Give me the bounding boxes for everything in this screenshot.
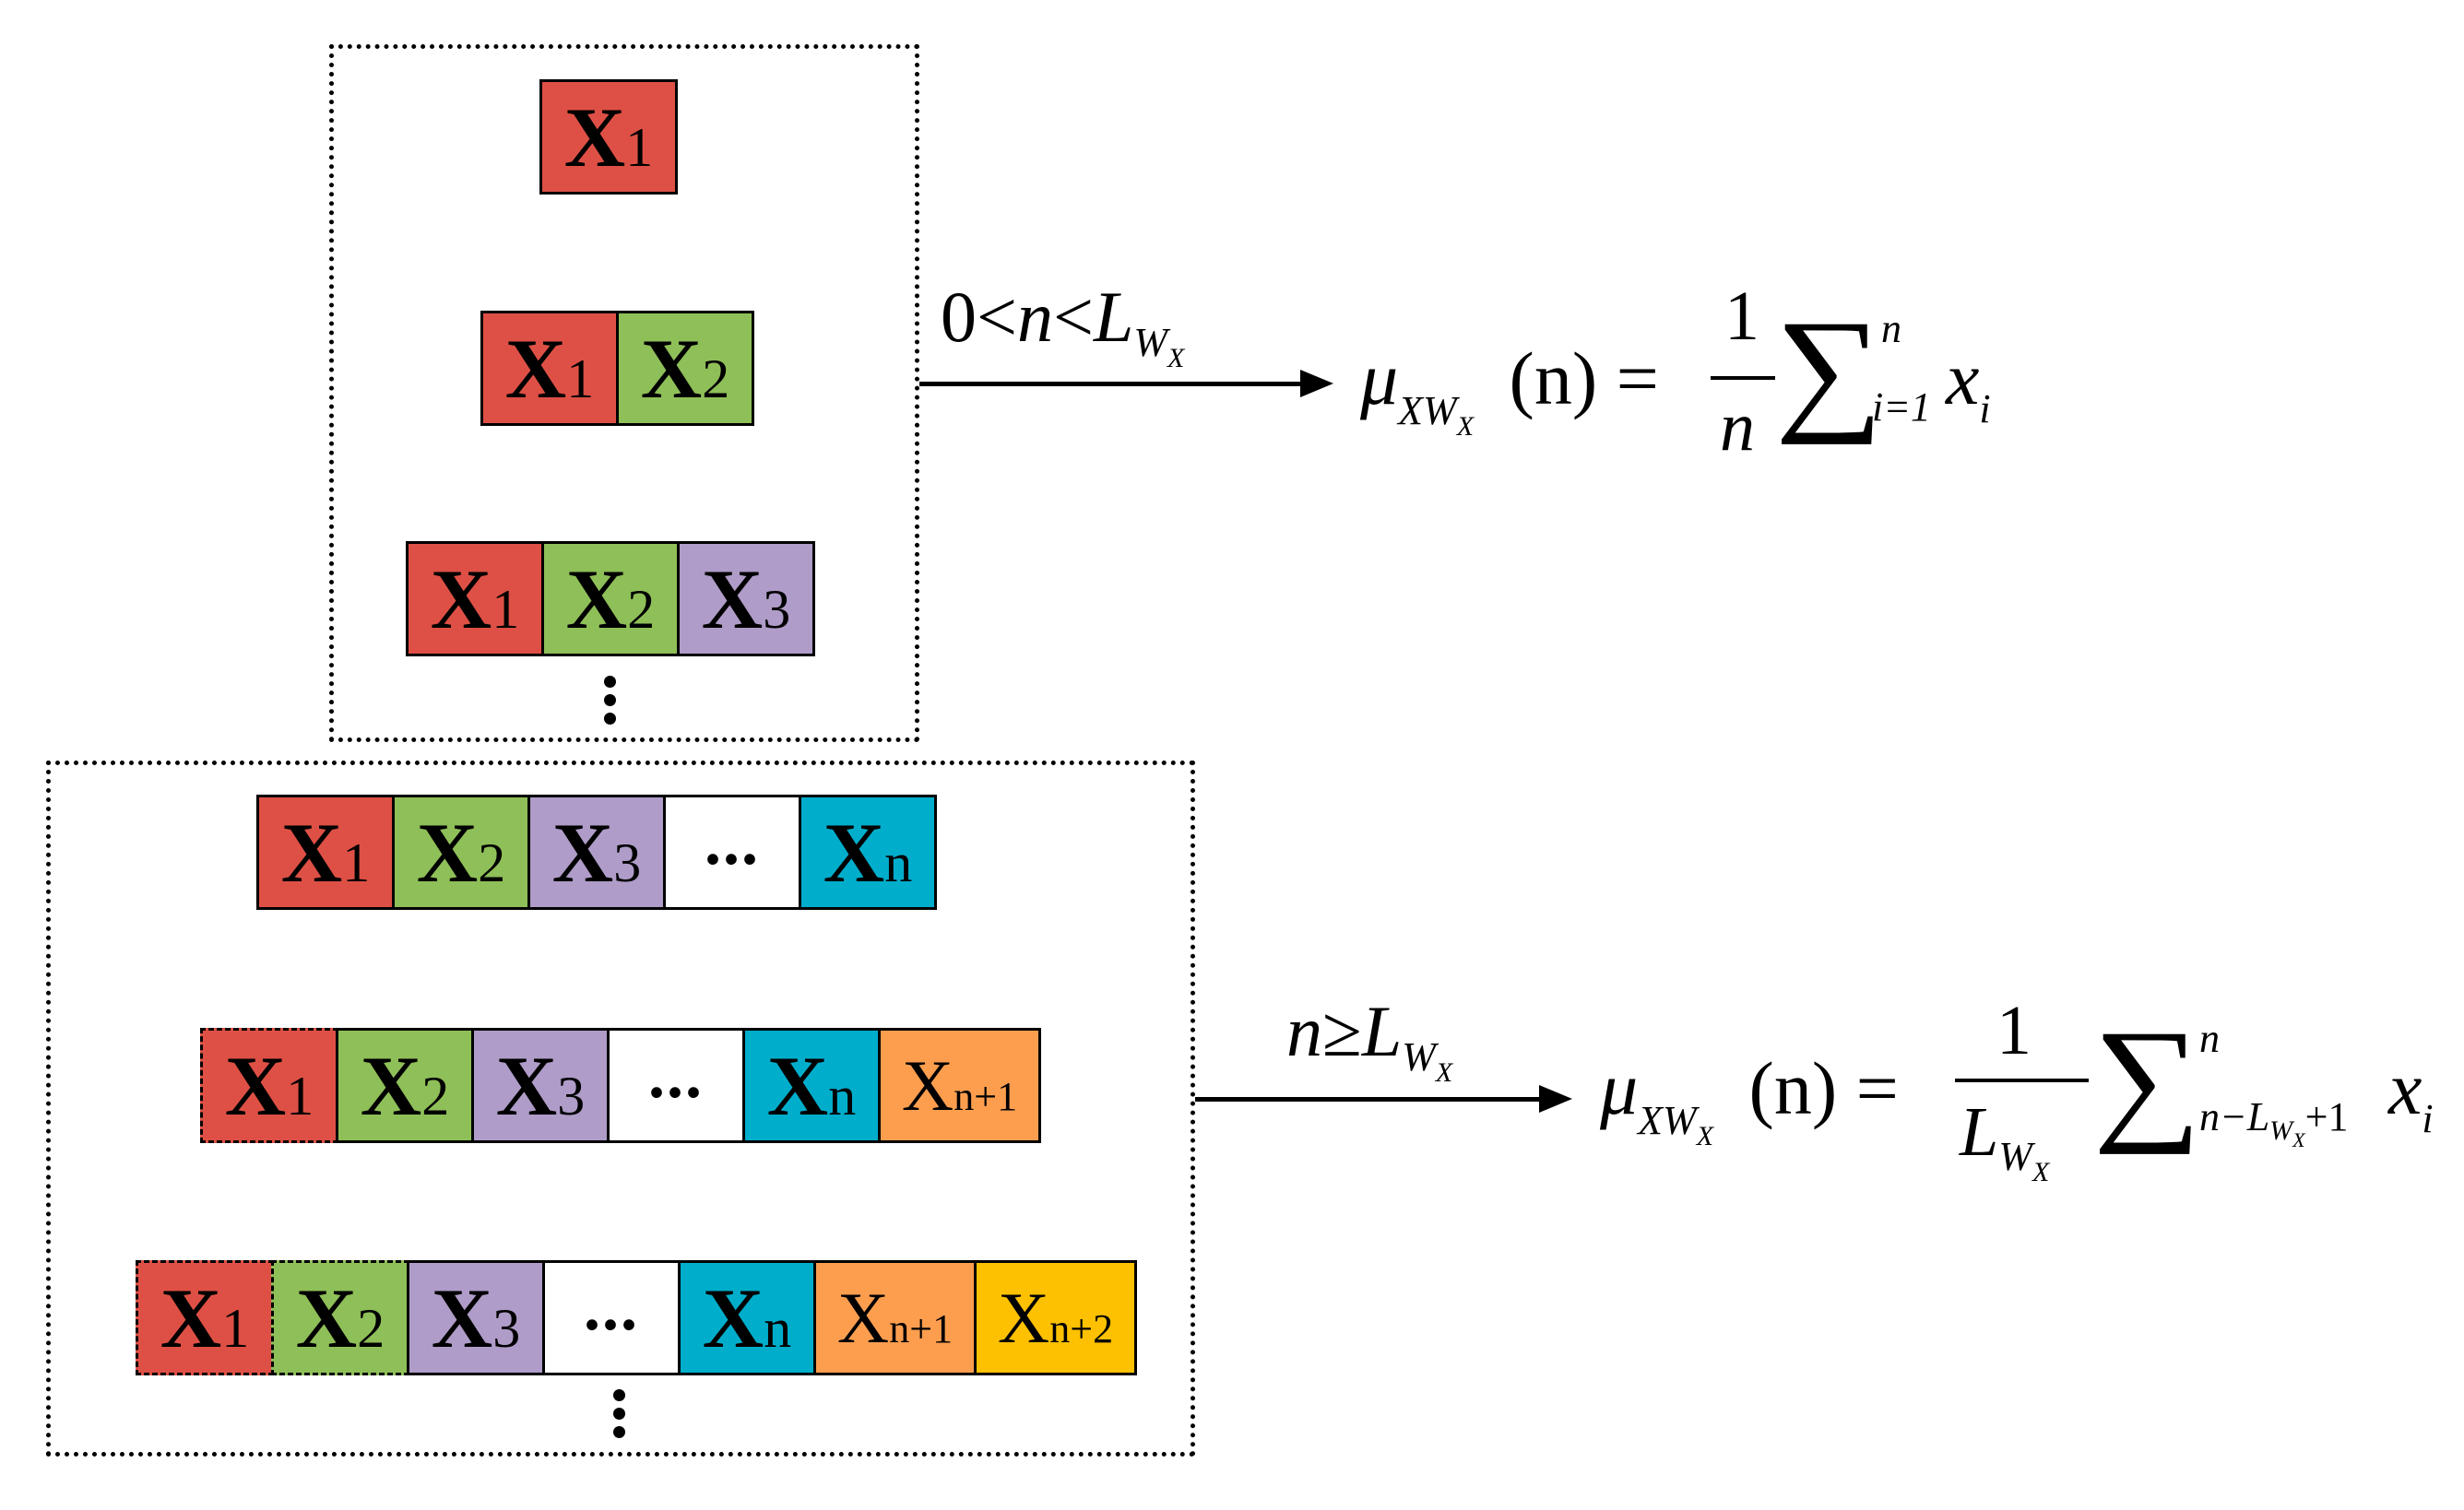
sigma-top: ∑ [1774, 292, 1884, 445]
frame-growing-window [329, 44, 919, 742]
condition-top: 0<n<LWX [941, 277, 1185, 373]
sigma-top-upper: n [1881, 306, 1901, 351]
formula-top-numerator: 1 [1724, 277, 1759, 355]
arrow-bottom [1195, 1085, 1572, 1113]
arrow-top [919, 370, 1333, 397]
formula-top-fraction-bar [1711, 376, 1775, 380]
vertical-ellipsis-top [604, 676, 617, 725]
condition-bottom: n≥LWX [1286, 991, 1453, 1088]
sigma-bottom: ∑ [2092, 1002, 2202, 1155]
sigma-bottom-lower: n−LWX+1 [2199, 1094, 2349, 1151]
formula-bottom-term: xi [2388, 1046, 2434, 1141]
sigma-bottom-upper: n [2199, 1016, 2220, 1061]
formula-bottom-numerator: 1 [1996, 992, 2032, 1069]
formula-top-lhs: μXWX (n) = [1360, 336, 1659, 442]
vertical-ellipsis-bottom [613, 1389, 626, 1438]
formula-top-denominator: n [1720, 388, 1755, 466]
formula-bottom-fraction-bar [1955, 1079, 2089, 1082]
cell-ellipsis: ... [607, 1028, 745, 1143]
formula-bottom-denominator: LWX [1960, 1093, 2050, 1187]
cell-ellipsis: ... [542, 1260, 681, 1375]
cell-ellipsis: ... [663, 795, 801, 910]
formula-bottom-lhs: μXWX (n) = [1600, 1046, 1899, 1151]
sigma-top-lower: i=1 [1872, 384, 1931, 430]
frame-sliding-window [46, 761, 1195, 1457]
formula-top-term: xi [1946, 336, 1991, 431]
